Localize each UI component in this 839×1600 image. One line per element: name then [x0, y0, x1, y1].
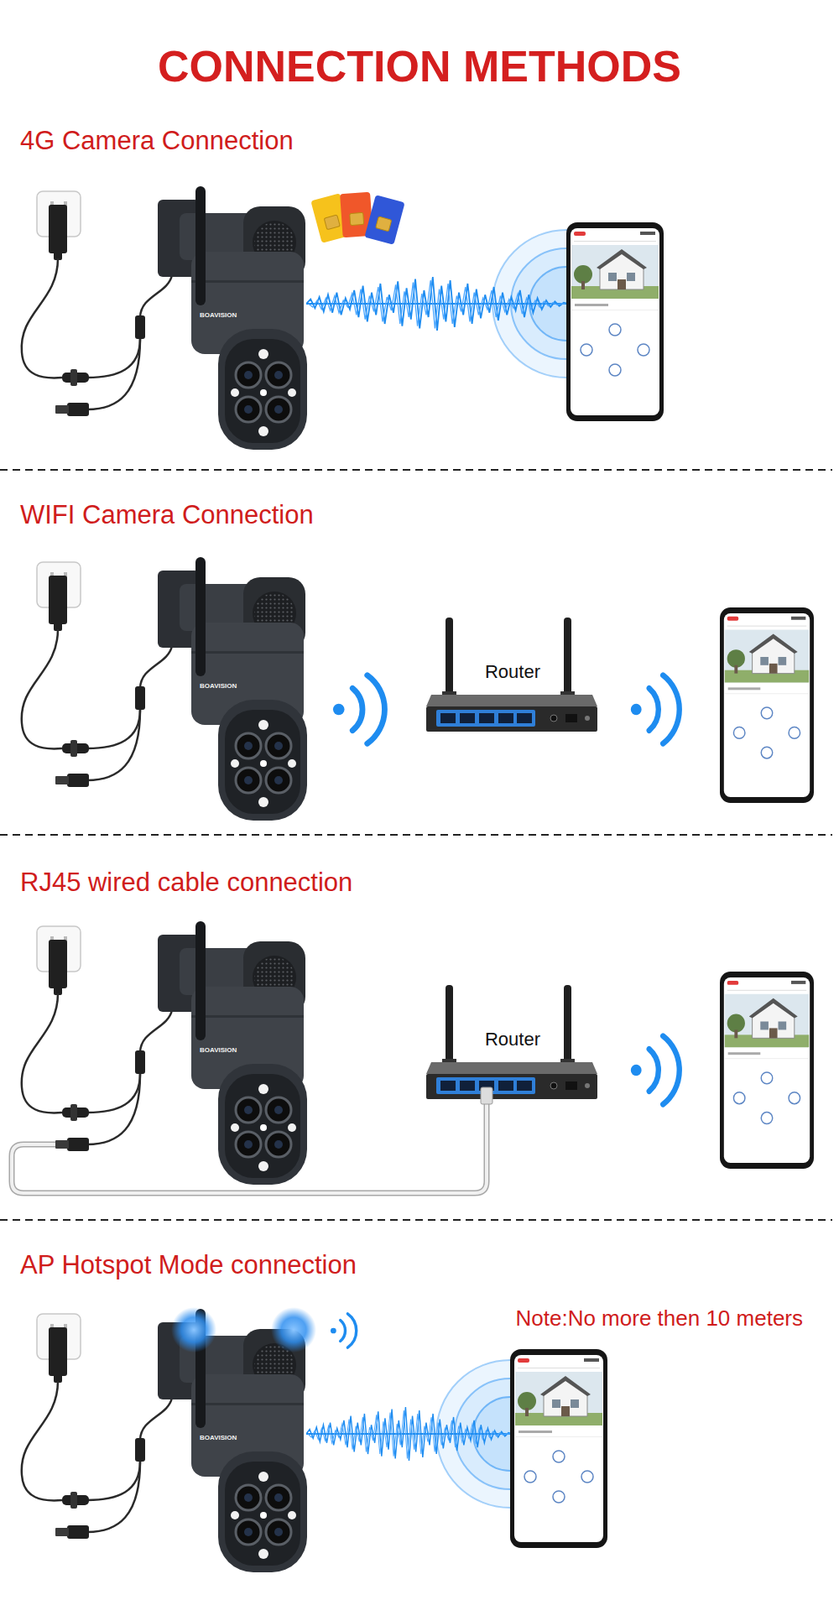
section-heading: 4G Camera Connection: [20, 125, 294, 157]
wifi-symbol: [630, 675, 680, 744]
brand-mark: BOAVISION: [199, 1433, 237, 1443]
hotspot-glow: [171, 1307, 217, 1353]
rj45-plug: [480, 1087, 493, 1105]
section-heading: RJ45 wired cable connection: [20, 867, 353, 898]
section-heading: WIFI Camera Connection: [20, 500, 314, 531]
sim-cards: [310, 192, 405, 245]
phone: [510, 1349, 608, 1548]
section-heading: AP Hotspot Mode connection: [20, 1250, 357, 1281]
sim-cards: [349, 212, 365, 225]
divider: [0, 469, 833, 471]
divider: [0, 1219, 833, 1221]
camera: [21, 557, 308, 821]
signal-wave: [306, 276, 569, 331]
signal-wave: [306, 1407, 512, 1461]
sim-cards: [364, 194, 405, 245]
camera: [21, 921, 308, 1185]
brand-mark: BOAVISION: [199, 311, 237, 320]
divider: [0, 833, 833, 836]
sim-cards: [364, 194, 405, 245]
note: Note:No more then 10 meters: [515, 1305, 804, 1331]
sim-cards: [375, 216, 392, 232]
wifi-symbol: [630, 1036, 680, 1105]
router-drawing: [426, 984, 598, 1100]
sim-cards: [323, 214, 340, 230]
phone: [719, 971, 814, 1169]
node-text: Router: [484, 1028, 541, 1051]
router: Router: [478, 1026, 548, 1053]
brand-mark: BOAVISION: [199, 1046, 237, 1055]
router: Router: [478, 659, 548, 685]
router-drawing: [426, 617, 598, 732]
wifi-symbol: [333, 675, 386, 744]
phone: [566, 222, 664, 422]
page-title: CONNECTION METHODS: [0, 41, 839, 92]
hotspot-glow: [270, 1307, 317, 1353]
camera: [21, 1308, 308, 1573]
wifi-symbol: [330, 1313, 357, 1348]
phone: [719, 607, 814, 803]
camera: [21, 186, 308, 450]
node-text: Router: [484, 661, 541, 683]
brand-mark: BOAVISION: [199, 682, 237, 691]
